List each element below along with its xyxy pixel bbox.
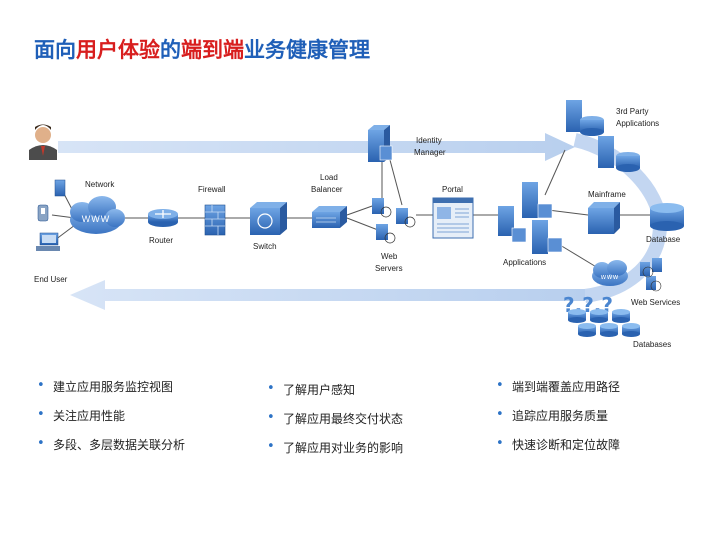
www-services-label: www: [600, 274, 619, 281]
bullet-item: 多段、多层数据关联分析: [33, 436, 185, 465]
identity-manager-server-icon: [368, 125, 393, 162]
third-party-applications-icon: [566, 100, 640, 172]
load-balancer-label-2: Balancer: [311, 185, 343, 194]
top-flow-arrow: [58, 133, 575, 161]
applications-label: Applications: [503, 258, 546, 267]
title-part: 面向: [34, 38, 76, 62]
database-label: Database: [646, 235, 681, 244]
applications-servers-icon: [498, 182, 563, 254]
firewall-icon: [204, 204, 226, 236]
title-part: 的: [160, 38, 181, 62]
router-icon: [148, 209, 178, 227]
databases-label: Databases: [633, 340, 671, 349]
title-part-highlight: 端到端: [181, 38, 244, 62]
www-label: WWW: [82, 214, 110, 224]
web-servers-icon: [372, 198, 416, 244]
bullet-item: 快速诊断和定位故障: [492, 436, 620, 465]
databases-cluster-icon: [568, 309, 640, 337]
third-party-label-2: Applications: [616, 119, 659, 128]
bullet-list-col3: 端到端覆盖应用路径 追踪应用服务质量 快速诊断和定位故障: [492, 378, 620, 465]
end-user-label: End User: [34, 275, 68, 284]
bullet-item: 端到端覆盖应用路径: [492, 378, 620, 407]
switch-icon: [250, 202, 287, 235]
database-icon: [650, 203, 684, 231]
network-cloud-icon: WWW: [70, 196, 125, 234]
identity-manager-label-1: Identity: [416, 136, 442, 145]
title-part-highlight: 用户体验: [76, 38, 160, 62]
desktop-computer-icon: [36, 179, 66, 251]
web-servers-label-2: Servers: [375, 264, 403, 273]
mainframe-icon: [588, 202, 620, 234]
bullet-item: 了解应用对业务的影响: [263, 439, 403, 468]
page-title: 面向用户体验的端到端业务健康管理: [34, 34, 370, 64]
bullet-list-col2: 了解用户感知 了解应用最终交付状态 了解应用对业务的影响: [263, 381, 403, 468]
user-avatar-icon: [29, 124, 57, 160]
bullet-item: 建立应用服务监控视图: [33, 378, 185, 407]
identity-manager-label-2: Manager: [414, 148, 446, 157]
network-label: Network: [85, 180, 115, 189]
web-servers-label-1: Web: [381, 252, 398, 261]
bottom-flow-arrow: [70, 280, 585, 310]
switch-label: Switch: [253, 242, 277, 251]
bullet-item: 了解应用最终交付状态: [263, 410, 403, 439]
bullet-item: 追踪应用服务质量: [492, 407, 620, 436]
bullet-item: 了解用户感知: [263, 381, 403, 410]
bullet-list-col1: 建立应用服务监控视图 关注应用性能 多段、多层数据关联分析: [33, 378, 185, 465]
web-services-cloud-icon: www: [592, 258, 662, 292]
portal-label: Portal: [442, 185, 463, 194]
bullet-item: 关注应用性能: [33, 407, 185, 436]
firewall-label: Firewall: [198, 185, 226, 194]
load-balancer-icon: [312, 206, 347, 228]
mainframe-label: Mainframe: [588, 190, 626, 199]
title-part: 业务健康管理: [244, 38, 370, 62]
web-services-label: Web Services: [631, 298, 680, 307]
load-balancer-label-1: Load: [320, 173, 338, 182]
third-party-label-1: 3rd Party: [616, 107, 648, 116]
portal-window-icon: [432, 197, 474, 239]
router-label: Router: [149, 236, 173, 245]
